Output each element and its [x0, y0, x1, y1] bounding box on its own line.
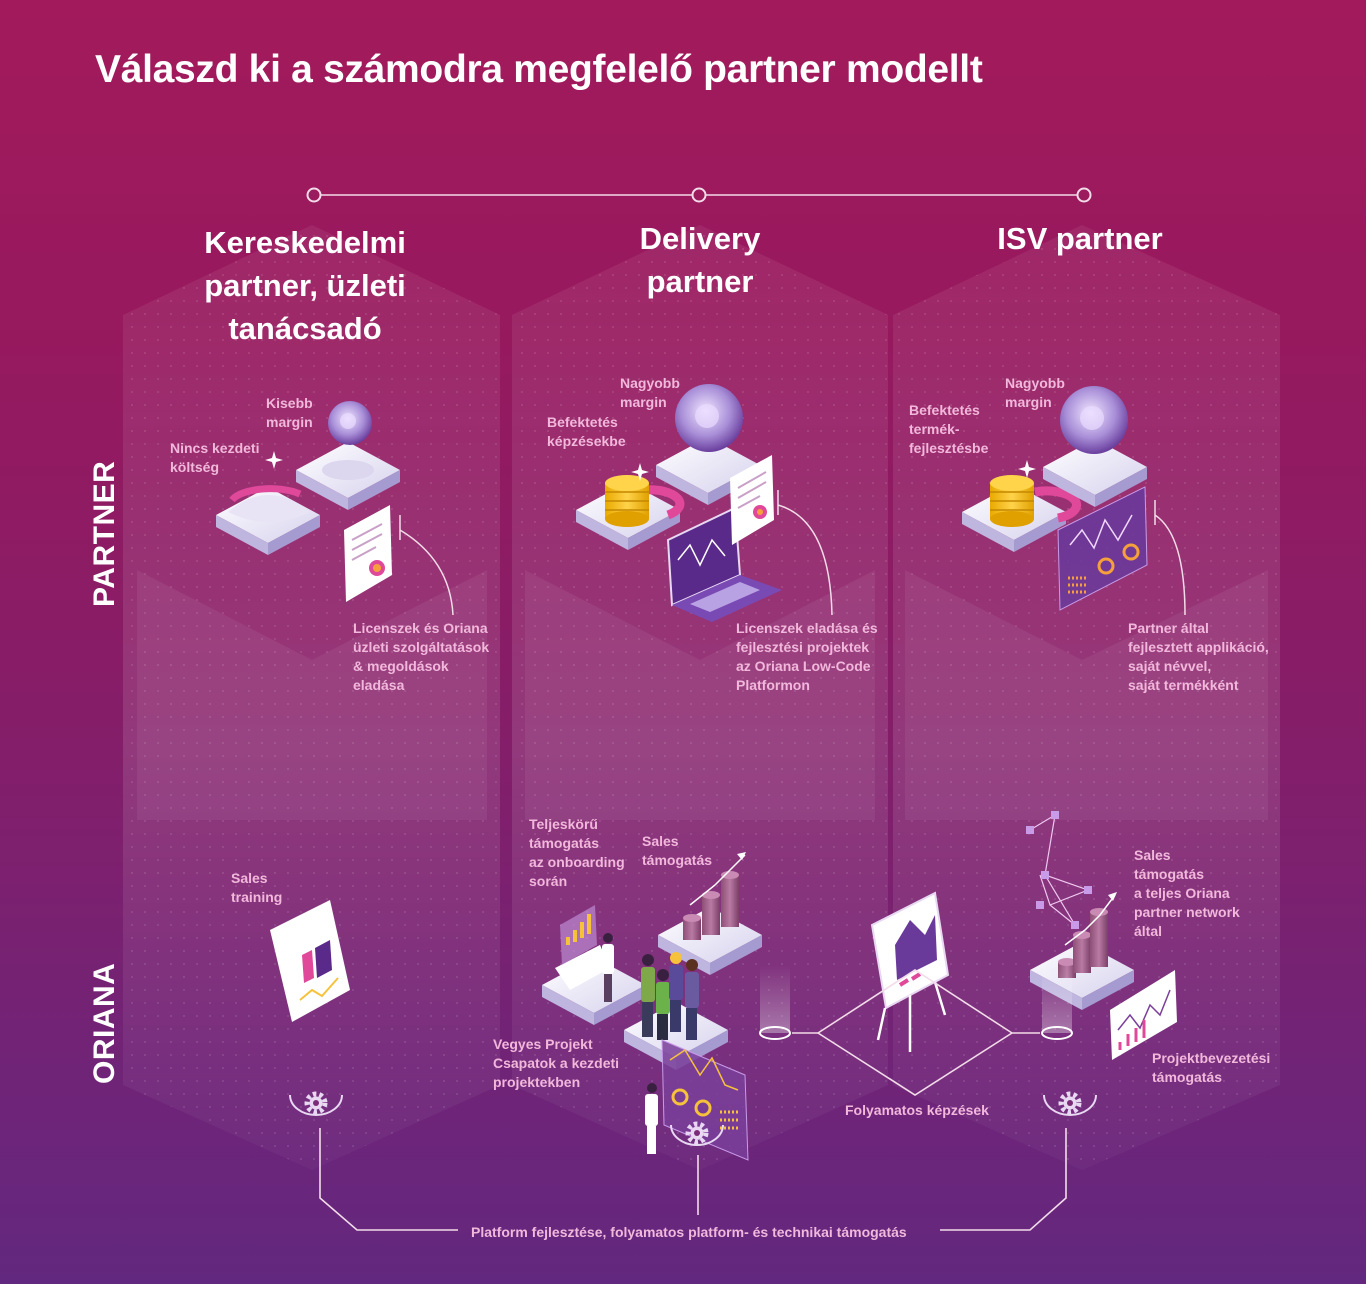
- column-title-commercial: Kereskedelmi partner, üzleti tanácsadó: [204, 225, 406, 346]
- network-icon: [1026, 811, 1092, 929]
- col1-oriana-icons: [270, 900, 350, 1116]
- top-timeline: [306, 187, 1092, 203]
- coin-stack-icon: [605, 475, 649, 527]
- dashboard-panel-icon: [661, 1039, 749, 1161]
- column-title-isv: ISV partner: [997, 221, 1163, 256]
- bar-chart-icon: [1058, 892, 1117, 978]
- label-platform-support: Platform fejlesztése, folyamatos platfor…: [471, 1224, 907, 1240]
- sparkle-icon: [1018, 460, 1036, 478]
- col2-oriana-icons: [542, 852, 791, 1161]
- col2-partner-icons: [576, 384, 833, 622]
- person-icon: [645, 1083, 658, 1154]
- laptop-chart-icon: [666, 506, 782, 622]
- coin-stack-icon: [990, 475, 1034, 527]
- bar-chart-icon: [683, 852, 746, 940]
- col3-partner-icons: [962, 386, 1186, 616]
- bar-chart-icon: [270, 900, 350, 1022]
- col1-partner-icons: [216, 401, 454, 616]
- sparkle-icon: [631, 463, 649, 481]
- sparkle-icon: [265, 451, 283, 469]
- column-backgrounds: [123, 225, 1280, 1170]
- page-title: Válaszd ki a számodra megfelelő partner …: [95, 48, 983, 91]
- dashboard-panel-icon: [1110, 970, 1177, 1060]
- side-label-partner: PARTNER: [88, 460, 121, 607]
- connector-lines: [319, 969, 1067, 1231]
- col3-oriana-icons: [870, 811, 1177, 1116]
- column-title-delivery: Delivery partner: [639, 221, 761, 299]
- side-label-oriana: ORIANA: [88, 962, 121, 1084]
- people-group-icon: [641, 952, 699, 1040]
- label-continuous-training: Folyamatos képzések: [845, 1102, 989, 1118]
- certificate-icon: [730, 455, 774, 545]
- certificate-icon: [344, 505, 392, 602]
- person-icon: [602, 933, 614, 1002]
- dashboard-panel-icon: [1057, 486, 1148, 611]
